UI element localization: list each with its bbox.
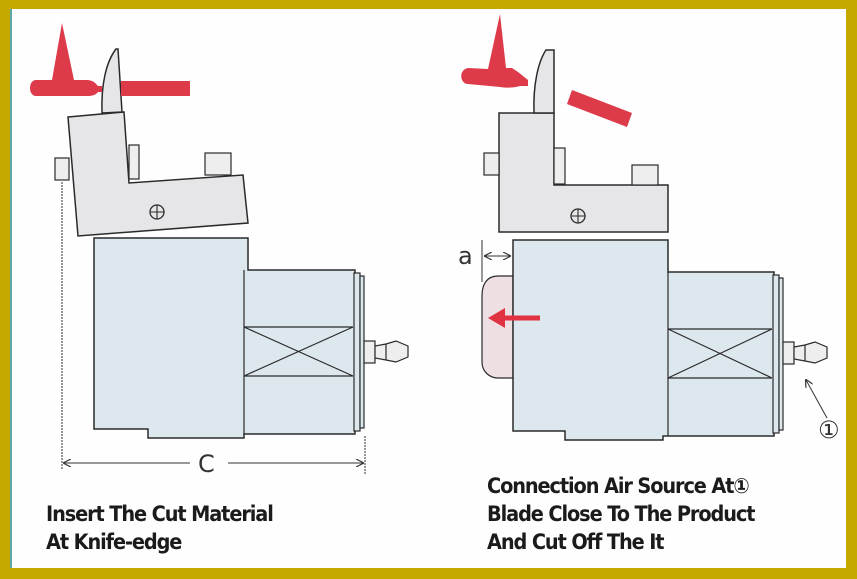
left-blade-bracket (67, 111, 249, 237)
left-air-fitting (363, 340, 409, 364)
left-cutter-assembly (30, 23, 409, 439)
right-cutter-body (512, 239, 775, 441)
dimension-a-label: a (458, 242, 473, 270)
extended-blade-head (481, 275, 514, 379)
left-caption-line: Insert The Cut Material (46, 502, 274, 526)
right-caption-line: Blade Close To The Product (487, 502, 755, 526)
right-blade (533, 49, 555, 114)
left-caption-line: At Knife-edge (46, 530, 182, 554)
right-cutter-assembly (461, 14, 828, 441)
dimension-c: C (61, 182, 366, 478)
right-cut-material-indicator (461, 14, 632, 127)
right-caption-line: And Cut Off The It (487, 530, 665, 554)
right-air-fitting (782, 341, 828, 365)
left-blade (101, 48, 123, 114)
dimension-a: a (458, 240, 510, 282)
port-1-label: ① (818, 416, 840, 444)
port-1-callout: ① (806, 380, 840, 444)
left-cutter-body (93, 237, 356, 439)
left-cut-material-indicator (30, 23, 190, 96)
dimension-c-label: C (198, 450, 215, 478)
left-caption: Insert The Cut Material At Knife-edge (46, 500, 274, 556)
push-arrow-icon (488, 308, 540, 328)
right-caption: Connection Air Source At① Blade Close To… (487, 472, 755, 556)
right-caption-line: Connection Air Source At① (487, 474, 750, 498)
